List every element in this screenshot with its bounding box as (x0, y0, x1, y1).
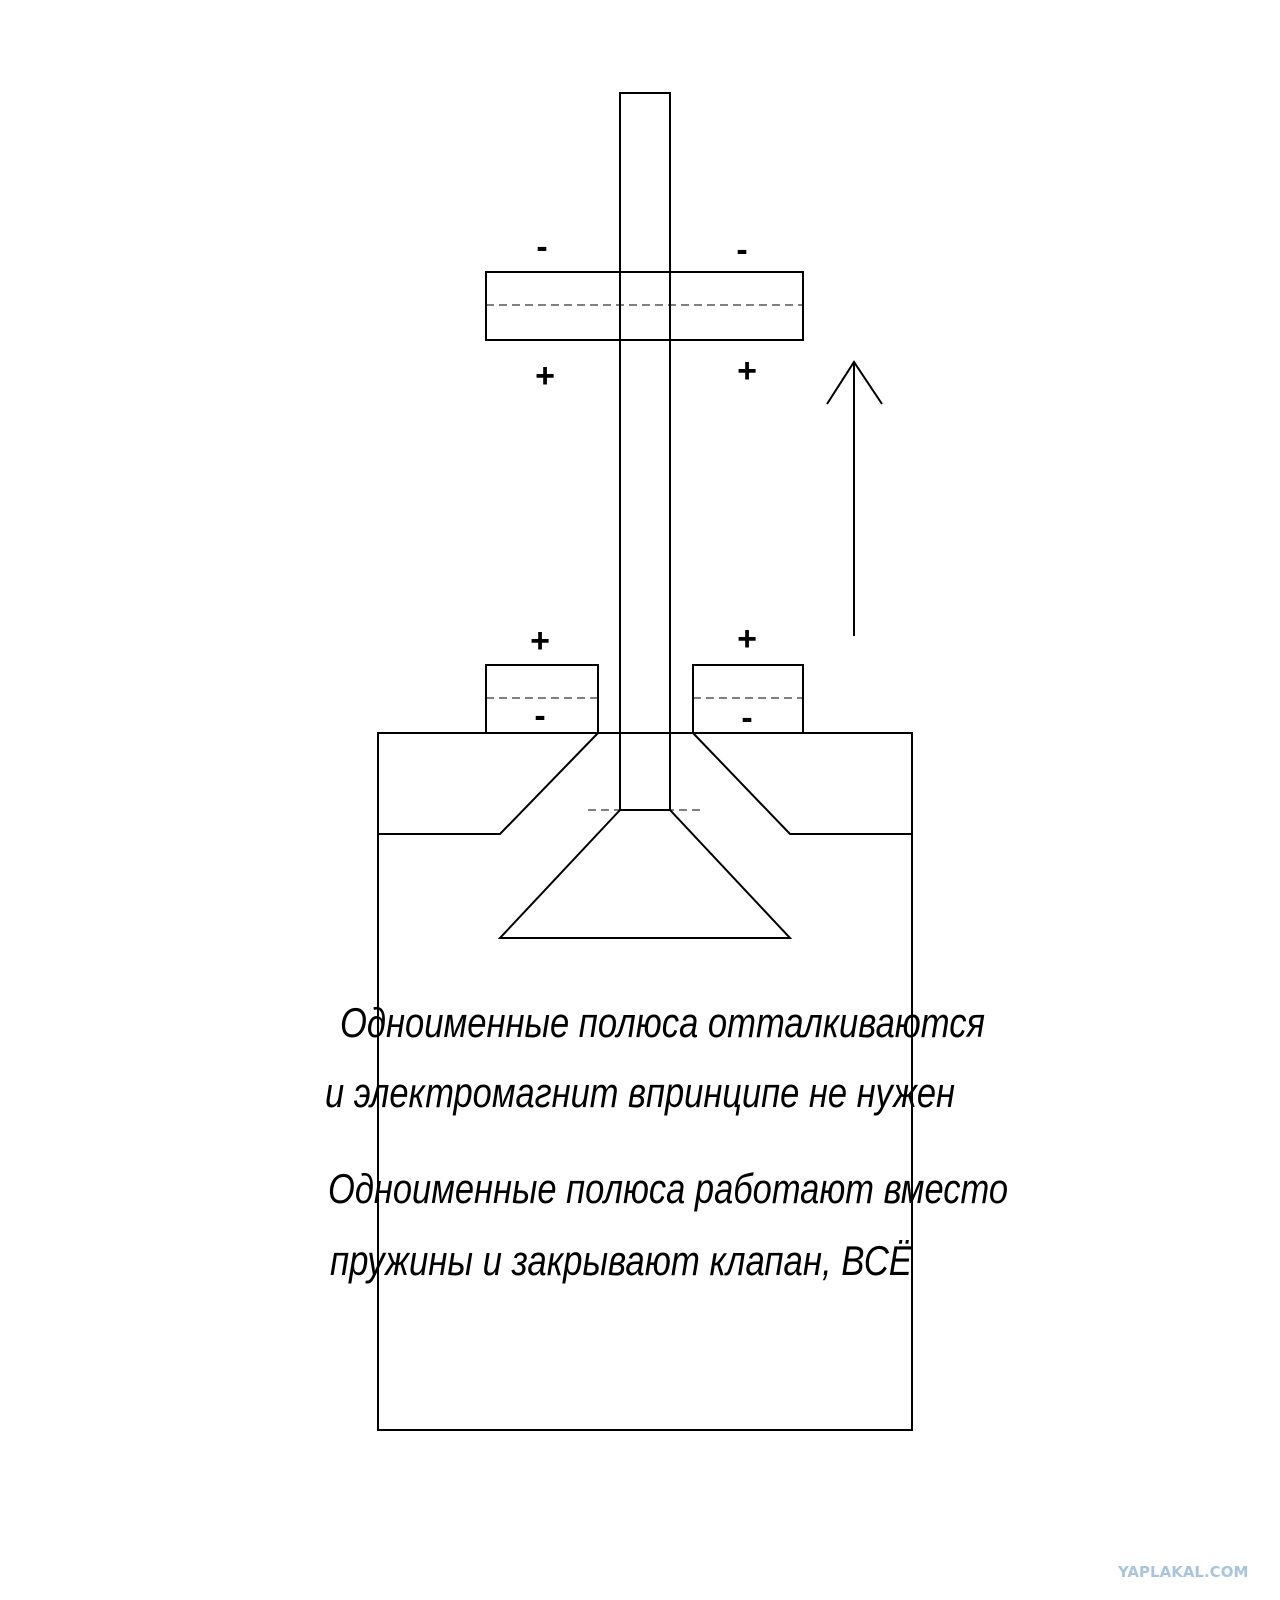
caption-line: пружины и закрывают клапан, ВСЁ (330, 1237, 913, 1284)
lower-magnet-left (485, 664, 599, 734)
arrow-up-icon (826, 360, 883, 636)
pole-sign: + (737, 620, 757, 658)
caption-line: Одноименные полюса работают вместо (328, 1165, 1008, 1212)
pole-sign: - (741, 699, 752, 737)
valve-seat-right (692, 732, 912, 835)
pole-sign: - (534, 697, 545, 735)
pole-sign: - (736, 231, 747, 269)
watermark: YAPLAKAL.COM (1117, 1563, 1248, 1581)
valve-seat-left (378, 732, 599, 835)
pole-sign: + (535, 357, 555, 395)
pole-sign: + (530, 622, 550, 660)
pole-sign: + (737, 352, 757, 390)
valve-head (497, 809, 793, 939)
lower-magnet-right (692, 664, 804, 734)
pole-sign: - (536, 228, 547, 266)
cylinder-body (377, 732, 913, 1431)
caption-line: и электромагнит впринципе не нужен (325, 1069, 955, 1116)
caption-line: Одноименные полюса отталкиваются (340, 999, 985, 1046)
upper-magnet (485, 271, 804, 341)
valve-stem (619, 92, 671, 811)
